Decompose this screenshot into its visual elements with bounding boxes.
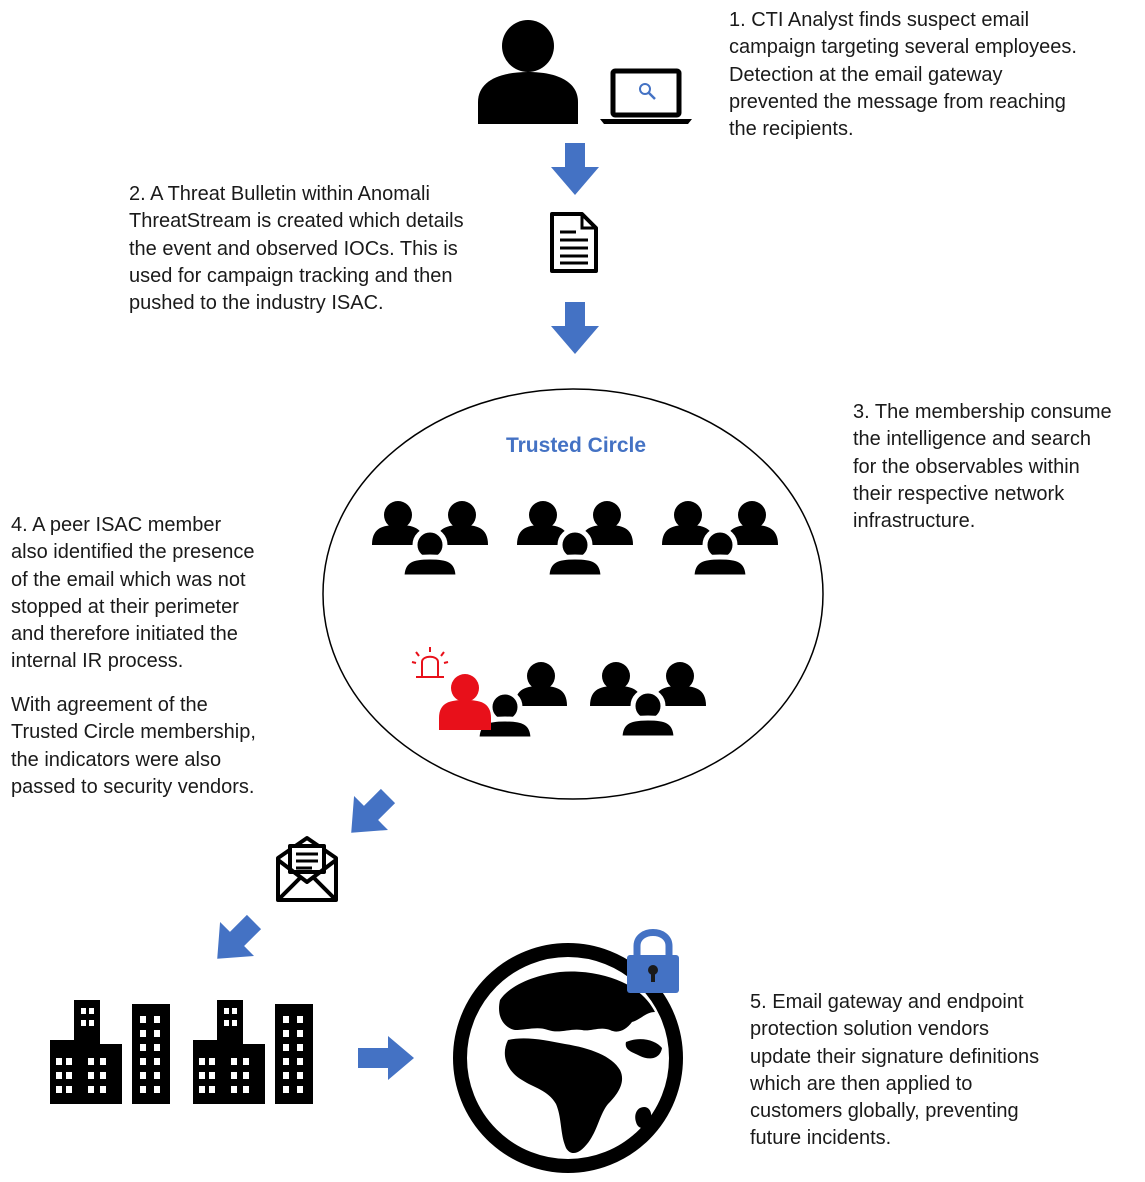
trusted-circle-label: Trusted Circle	[505, 434, 647, 457]
step-line: and therefore initiated the	[11, 623, 238, 646]
step-line: pushed to the industry ISAC.	[129, 292, 384, 315]
step-line: the indicators were also	[11, 748, 222, 771]
step-3-text: 3. The membership consume the intelligen…	[853, 399, 1112, 535]
buildings-icon	[50, 1000, 170, 1104]
arrow-right-icon	[358, 1036, 414, 1080]
step-line: prevented the message from reaching	[729, 90, 1066, 113]
step-line: 1. CTI Analyst finds suspect email	[729, 9, 1030, 31]
step-line: With agreement of the	[11, 694, 208, 716]
step-line: customers globally, preventing	[750, 1100, 1019, 1123]
step-line: 5. Email gateway and endpoint	[750, 991, 1024, 1013]
step-line: update their signature definitions	[750, 1045, 1040, 1068]
step-line: their respective network	[853, 482, 1065, 505]
step-line: passed to security vendors.	[11, 775, 255, 798]
group-icon	[662, 501, 778, 577]
step-line: 2. A Threat Bulletin within Anomali	[129, 183, 430, 205]
trusted-circle	[322, 388, 824, 800]
step-line: Detection at the email gateway	[729, 63, 1003, 86]
padlock-icon	[627, 929, 679, 993]
step-line: the intelligence and search	[853, 428, 1091, 451]
step-line: 3. The membership consume	[853, 401, 1112, 423]
step-line: Trusted Circle membership,	[11, 721, 256, 744]
step-line: the recipients.	[729, 118, 854, 141]
buildings-icon	[193, 1000, 313, 1104]
group-icon	[372, 501, 488, 577]
step-2-text: 2. A Threat Bulletin within Anomali Thre…	[129, 181, 464, 317]
arrow-down-icon	[551, 143, 599, 195]
step-1-text: 1. CTI Analyst finds suspect email campa…	[729, 7, 1077, 143]
step-line: campaign targeting several employees.	[729, 36, 1077, 59]
step-line: infrastructure.	[853, 510, 976, 533]
arrow-down-left-icon	[334, 779, 405, 850]
group-icon	[517, 501, 633, 577]
step-line: protection solution vendors	[750, 1018, 990, 1041]
person-icon	[478, 20, 578, 124]
step-4b-text: With agreement of the Trusted Circle mem…	[11, 692, 256, 801]
laptop-search-icon	[600, 68, 692, 124]
step-line: ThreatStream is created which details	[129, 210, 464, 233]
document-icon	[550, 212, 598, 273]
step-line: used for campaign tracking and then	[129, 264, 453, 287]
group-icon	[590, 662, 706, 738]
step-line: internal IR process.	[11, 650, 184, 673]
step-line: the event and observed IOCs. This is	[129, 237, 458, 260]
step-4-text: 4. A peer ISAC member also identified th…	[11, 512, 255, 676]
step-line: 4. A peer ISAC member	[11, 514, 222, 536]
alarm-icon	[411, 647, 449, 678]
step-line: of the email which was not	[11, 568, 246, 591]
step-line: which are then applied to	[750, 1072, 973, 1095]
step-5-text: 5. Email gateway and endpoint protection…	[750, 989, 1039, 1153]
arrow-down-icon	[551, 302, 599, 354]
arrow-down-left-icon	[200, 905, 271, 976]
email-icon	[276, 836, 338, 902]
step-line: for the observables within	[853, 455, 1080, 478]
group-icon	[439, 662, 567, 742]
step-line: stopped at their perimeter	[11, 595, 239, 618]
step-line: also identified the presence	[11, 541, 255, 564]
globe-icon	[453, 943, 683, 1173]
step-line: future incidents.	[750, 1127, 892, 1150]
